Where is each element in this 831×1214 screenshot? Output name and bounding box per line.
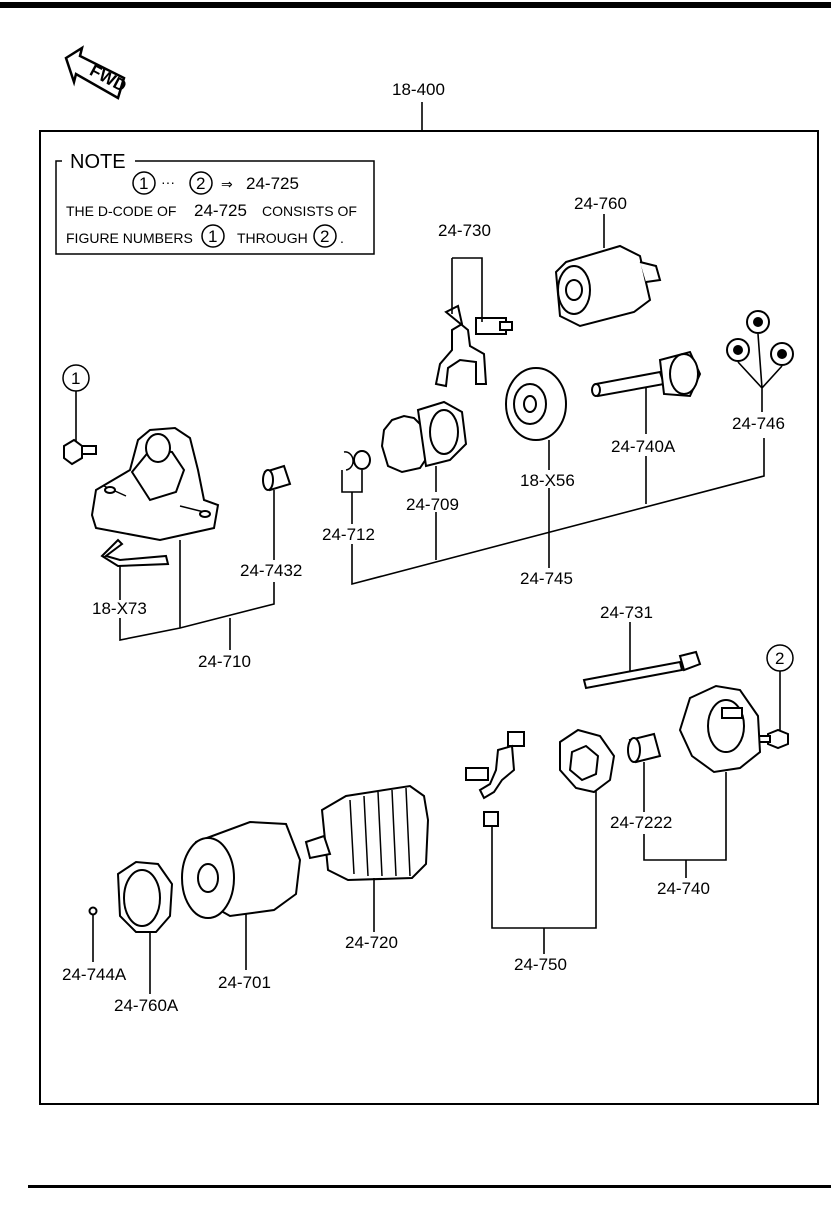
label-24-760: 24-760 [574, 194, 627, 213]
label-24-744A: 24-744A [62, 965, 127, 984]
label-24-746: 24-746 [732, 414, 785, 433]
label-24-731: 24-731 [600, 603, 653, 622]
front-housing-icon [90, 426, 220, 542]
gasket-icon [116, 860, 174, 933]
yoke-icon [181, 820, 302, 919]
leader-lines [92, 214, 783, 994]
snap-ring-icon [343, 450, 371, 471]
label-24-730: 24-730 [438, 221, 491, 240]
screw-icon [757, 728, 789, 750]
note-line3-prefix: FIGURE NUMBERS [66, 230, 193, 246]
fwd-arrow-icon: FWD [64, 45, 130, 100]
magnetic-switch-icon [554, 244, 662, 328]
label-24-750: 24-750 [514, 955, 567, 974]
label-24-740: 24-740 [657, 879, 710, 898]
armature-icon [304, 784, 430, 882]
through-bolt-icon [582, 650, 702, 690]
top-rule [0, 2, 831, 8]
clip-icon [100, 538, 170, 568]
callout-one: 1 [62, 364, 90, 442]
label-24-7432: 24-7432 [240, 561, 302, 580]
brush-holder-icon [465, 728, 616, 827]
bolt-icon [63, 438, 97, 466]
note-line2-code: 24-725 [194, 201, 247, 220]
callout-two: 2 [766, 644, 794, 730]
shift-lever-icon [434, 304, 513, 388]
rear-bushing-icon [627, 732, 662, 764]
output-shaft-icon [591, 350, 702, 398]
note-range-end: 2 [196, 174, 205, 193]
note-line3-num2: 2 [320, 227, 329, 246]
label-24-720: 24-720 [345, 933, 398, 952]
assembly-frame [39, 130, 819, 1105]
header-code: 18-400 [392, 80, 445, 99]
note-line3-end: . [340, 230, 344, 246]
note-range-code: 24-725 [246, 174, 299, 193]
label-24-760A: 24-760A [114, 996, 179, 1015]
label-24-712: 24-712 [322, 525, 375, 544]
label-18-X56: 18-X56 [520, 471, 575, 490]
note-line2-suffix: CONSISTS OF [262, 203, 357, 219]
bottom-rule [28, 1185, 831, 1188]
label-24-701: 24-701 [218, 973, 271, 992]
note-line3-num1: 1 [208, 227, 217, 246]
planetary-gears-icon [726, 310, 794, 366]
callout-one-num: 1 [71, 369, 80, 388]
bushing-icon [262, 464, 292, 492]
pin-icon [88, 906, 98, 916]
label-24-709: 24-709 [406, 495, 459, 514]
label-24-7222: 24-7222 [610, 813, 672, 832]
note-box: NOTE 1 ··· 2 ⇒ 24-725 THE D-CODE OF 24-7… [55, 151, 375, 255]
note-title: NOTE [70, 151, 126, 173]
label-24-745: 24-745 [520, 569, 573, 588]
bearing-icon [505, 367, 567, 441]
note-arrow: ⇒ [221, 176, 233, 192]
note-line2-prefix: THE D-CODE OF [66, 203, 176, 219]
rear-cover-icon [678, 684, 762, 774]
label-24-740A: 24-740A [611, 437, 676, 456]
label-24-710: 24-710 [198, 652, 251, 671]
note-range-start: 1 [139, 174, 148, 193]
callout-two-num: 2 [775, 649, 784, 668]
label-18-X73: 18-X73 [92, 599, 147, 618]
note-range-sep: ··· [161, 174, 175, 190]
note-line3-mid: THROUGH [237, 230, 308, 246]
pinion-gear-icon [380, 400, 468, 474]
